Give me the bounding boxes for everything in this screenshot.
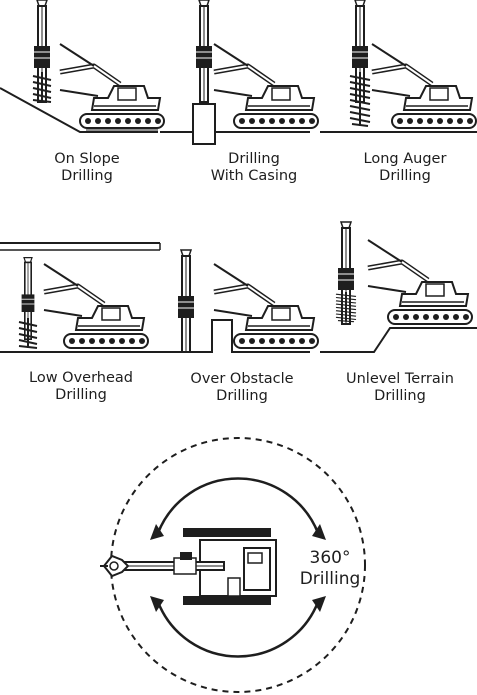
rotation-word: Drilling xyxy=(282,569,378,590)
caption-line-1: Over Obstacle xyxy=(167,371,317,388)
rotation-degrees: 360° xyxy=(282,548,378,569)
caption-low-overhead: Low Overhead Drilling xyxy=(6,370,156,404)
caption-line-2: Drilling xyxy=(6,387,156,404)
caption-line-2: Drilling xyxy=(167,388,317,405)
caption-on-slope: On Slope Drilling xyxy=(12,151,162,185)
low-overhead-illustration xyxy=(0,243,160,352)
caption-line-2: Drilling xyxy=(330,168,477,185)
drilling-with-casing-illustration xyxy=(160,0,318,144)
caption-drilling-with-casing: Drilling With Casing xyxy=(179,151,329,185)
over-obstacle-illustration xyxy=(160,250,318,352)
caption-line-2: With Casing xyxy=(179,168,329,185)
unlevel-terrain-illustration xyxy=(320,222,477,352)
caption-long-auger: Long Auger Drilling xyxy=(330,151,477,185)
on-slope-illustration xyxy=(0,0,164,132)
caption-line-1: Low Overhead xyxy=(6,370,156,387)
caption-line-2: Drilling xyxy=(325,388,475,405)
caption-line-1: Long Auger xyxy=(330,151,477,168)
long-auger-illustration xyxy=(320,0,477,132)
caption-line-1: On Slope xyxy=(12,151,162,168)
caption-line-2: Drilling xyxy=(12,168,162,185)
caption-line-1: Unlevel Terrain xyxy=(325,371,475,388)
caption-line-1: Drilling xyxy=(179,151,329,168)
caption-unlevel-terrain: Unlevel Terrain Drilling xyxy=(325,371,475,405)
rotation-label: 360° Drilling xyxy=(282,548,378,590)
caption-over-obstacle: Over Obstacle Drilling xyxy=(167,371,317,405)
